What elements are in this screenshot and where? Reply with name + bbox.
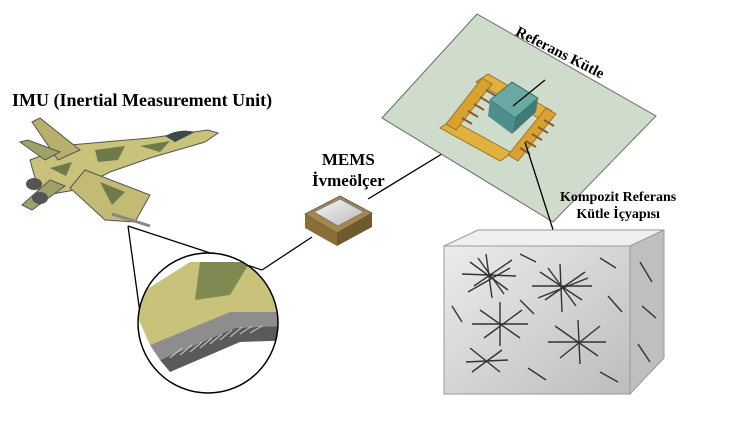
- connector-lens-to-chip: [261, 236, 313, 271]
- jet-engine-nozzle-1: [26, 178, 42, 190]
- composite-structure-label: Kompozit Referans Kütle İçyapısı: [560, 189, 676, 223]
- jet-wing-upper: [31, 117, 81, 161]
- composite-label-line2: Kütle İçyapısı: [576, 207, 660, 222]
- jet-engine-nozzle-2: [32, 192, 48, 204]
- composite-label-line1: Kompozit Referans: [560, 190, 677, 205]
- imu-label: IMU (Inertial Measurement Unit): [12, 90, 273, 110]
- jet-cockpit: [165, 130, 195, 142]
- mems-label-line2: İvmeölçer: [312, 171, 385, 190]
- mems-accelerometer-structure: [381, 13, 657, 223]
- jet-tail-fin-1: [18, 139, 62, 161]
- fiber-clusters: [451, 253, 657, 383]
- mems-chip-illustration: [304, 195, 373, 246]
- mems-frame-left-bar: [445, 77, 493, 131]
- fighter-jet-illustration: [18, 117, 220, 228]
- composite-block: [443, 229, 665, 396]
- mems-accelerometer-label: MEMS İvmeölçer: [312, 149, 385, 191]
- wing-cross-section-lens: [137, 252, 279, 394]
- mems-label-line1: MEMS: [321, 150, 375, 169]
- reference-mass-pointer: [512, 79, 546, 107]
- connector-mems-to-composite: [524, 141, 556, 237]
